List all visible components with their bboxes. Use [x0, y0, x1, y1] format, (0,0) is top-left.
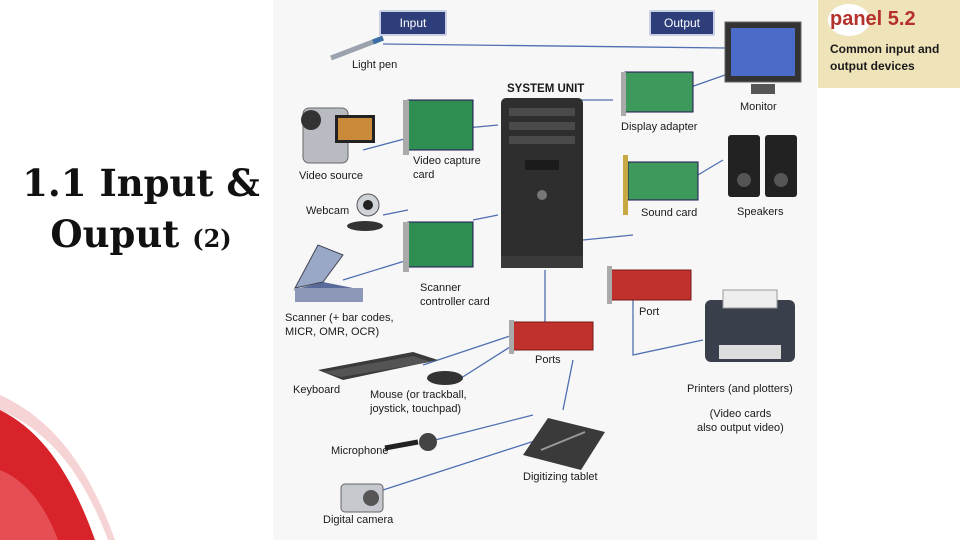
digitizing-tablet-label: Digitizing tablet	[523, 471, 598, 483]
title-line-2: Ouput	[50, 212, 180, 256]
printer-illustration	[705, 289, 795, 362]
panel-name: panel 5.2	[830, 8, 916, 30]
digitizing-tablet-illustration	[523, 418, 605, 470]
monitor-label: Monitor	[740, 101, 777, 113]
keyboard-illustration	[318, 352, 438, 380]
diagram-graphics	[293, 21, 802, 513]
light-pen-illustration	[330, 35, 384, 61]
keyboard-label: Keyboard	[293, 384, 341, 396]
port-card-illustration	[607, 266, 692, 304]
video-source-label: Video source	[299, 170, 364, 182]
scanner-controller-card-label: Scanner controller card	[420, 282, 490, 308]
digital-camera-illustration	[340, 483, 384, 513]
video-capture-card-illustration	[403, 99, 474, 155]
output-header: Output	[649, 10, 715, 36]
panel-badge: panel 5.2 Common input and output device…	[818, 0, 960, 88]
system-unit-label: SYSTEM UNIT	[507, 83, 585, 95]
slide-title: 1.1 Input & Ouput (2)	[10, 158, 272, 264]
sound-card-label: Sound card	[641, 207, 698, 219]
ports-card-illustration	[509, 320, 594, 354]
webcam-illustration	[347, 193, 383, 231]
title-line-1: 1.1 Input &	[22, 161, 260, 205]
sound-card-illustration	[623, 155, 699, 215]
mouse-label: Mouse (or trackball, joystick, touchpad)	[370, 389, 467, 415]
title-suffix: (2)	[192, 224, 232, 253]
scanner-label: Scanner (+ bar codes, MICR, OMR, OCR)	[285, 312, 394, 338]
panel-badge-circle	[828, 4, 870, 36]
monitor-illustration	[724, 21, 802, 94]
speakers-label: Speakers	[737, 206, 784, 218]
speakers-illustration	[728, 135, 797, 197]
microphone-label: Microphone	[331, 445, 389, 457]
io-diagram: Input Output Light pen SYSTEM UNIT Video…	[273, 0, 817, 540]
ports-label: Ports	[535, 354, 561, 366]
port-label: Port	[639, 306, 660, 318]
scanner-illustration	[293, 244, 363, 302]
left-panel: 1.1 Input & Ouput (2)	[0, 0, 272, 540]
video-cards-note: (Video cards also output video)	[697, 408, 784, 434]
light-pen-label: Light pen	[352, 59, 398, 71]
digital-camera-label: Digital camera	[323, 514, 394, 526]
red-swoosh-decoration	[0, 395, 115, 540]
mouse-illustration	[427, 371, 463, 385]
panel-description: Common input and output devices	[830, 42, 940, 73]
display-adapter-label: Display adapter	[621, 121, 698, 133]
scanner-controller-card-illustration	[403, 221, 474, 272]
display-adapter-illustration	[621, 71, 694, 116]
video-camera-illustration	[301, 107, 375, 164]
system-unit-illustration	[501, 98, 583, 268]
microphone-illustration	[384, 433, 437, 451]
input-header: Input	[379, 10, 447, 36]
webcam-label: Webcam	[306, 205, 350, 217]
video-capture-card-label: Video capture card	[413, 155, 481, 181]
printers-label: Printers (and plotters)	[687, 383, 793, 395]
